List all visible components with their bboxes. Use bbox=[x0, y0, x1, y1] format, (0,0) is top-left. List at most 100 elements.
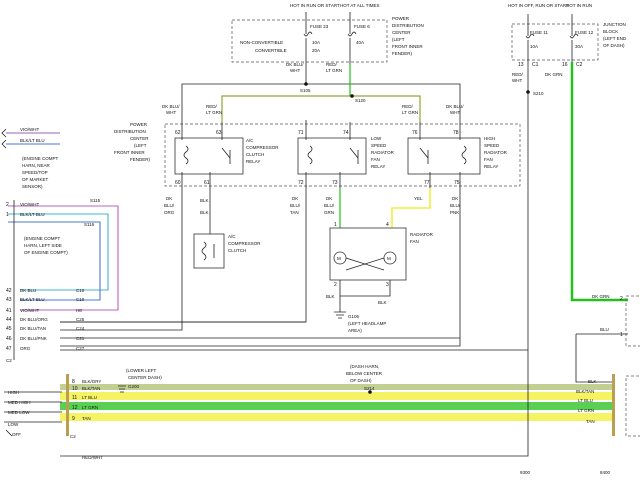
splice-s214-dot bbox=[368, 390, 372, 394]
svg-text:C10: C10 bbox=[76, 297, 85, 302]
left-arrow-icons bbox=[1, 128, 7, 149]
svg-text:BELOW CENTER: BELOW CENTER bbox=[346, 371, 383, 376]
svg-text:DK: DK bbox=[292, 196, 298, 201]
ac-relay-label: A/C COMPRESSOR CLUTCH RELAY bbox=[246, 138, 279, 164]
svg-text:2: 2 bbox=[6, 202, 9, 208]
svg-text:11: 11 bbox=[72, 395, 77, 401]
wire-red-ltgrn-a1: RED/ bbox=[326, 62, 338, 67]
svg-text:FAN: FAN bbox=[371, 157, 380, 162]
svg-text:GRN: GRN bbox=[324, 210, 334, 215]
top-fuse-block: HOT IN RUN OR START HOT AT ALL TIMES FUS… bbox=[231, 3, 424, 64]
fuse11-symbol bbox=[525, 14, 535, 92]
yel-wire bbox=[391, 188, 431, 228]
engine-harness-note: (ENGINE COMPT HARN, NEAR SPEED/TOP OF MA… bbox=[22, 156, 59, 189]
hot-off-run-start-label: HOT IN OFF, RUN OR START bbox=[508, 3, 569, 8]
wire-blk-ac-b: BLK bbox=[200, 210, 209, 215]
svg-text:FAN: FAN bbox=[484, 157, 493, 162]
svg-text:BLK/LT BLU: BLK/LT BLU bbox=[20, 297, 45, 302]
svg-text:DK BLU: DK BLU bbox=[20, 288, 36, 293]
svg-text:MED LOW: MED LOW bbox=[8, 410, 30, 415]
switch-bar bbox=[66, 374, 69, 436]
wire-blk-ac-a: BLK bbox=[200, 198, 209, 203]
svg-text:ORG: ORG bbox=[20, 346, 31, 351]
bottom-blower-section: 8 BLK/GRY 10 BLK/TAN HIGH 11 LT BLU MED … bbox=[4, 294, 640, 475]
wire-dkblu-tan-label: DK BLU/ TAN bbox=[290, 196, 301, 215]
relay-panel-box bbox=[164, 123, 521, 187]
red-ltgrn-bus bbox=[221, 95, 421, 122]
svg-text:C24: C24 bbox=[76, 326, 85, 331]
svg-text:OF DASH): OF DASH) bbox=[350, 378, 372, 383]
svg-text:AREA): AREA) bbox=[348, 328, 362, 333]
svg-text:(LEFT HEADLAMP: (LEFT HEADLAMP bbox=[348, 321, 386, 326]
svg-text:76: 76 bbox=[412, 130, 418, 136]
blu-right-wire bbox=[575, 333, 628, 383]
svg-text:HIGH: HIGH bbox=[484, 136, 495, 141]
svg-text:FENDER): FENDER) bbox=[392, 51, 413, 56]
low-relay-leads bbox=[305, 120, 351, 188]
band-lt-blu bbox=[60, 392, 612, 400]
svg-text:CENTER: CENTER bbox=[130, 136, 149, 141]
jb-pin-c2: C2 bbox=[576, 62, 583, 68]
svg-text:TAN: TAN bbox=[82, 416, 91, 421]
svg-text:RELAY: RELAY bbox=[371, 164, 385, 169]
ac-clutch-label: A/C COMPRESSOR CLUTCH bbox=[228, 234, 261, 253]
svg-text:8: 8 bbox=[72, 379, 75, 385]
fuse12-amp: 30A bbox=[575, 44, 583, 49]
ac-relay-switch bbox=[221, 147, 231, 164]
svg-text:(ENGINE COMPT: (ENGINE COMPT bbox=[24, 236, 61, 241]
svg-text:RADIATOR: RADIATOR bbox=[410, 232, 434, 237]
jb-pin-c1: C1 bbox=[532, 62, 539, 68]
wire-red-ltgrn-c1: RED/ bbox=[402, 104, 414, 109]
svg-text:HIGH: HIGH bbox=[8, 390, 19, 395]
fuse11-amp: 10A bbox=[530, 44, 538, 49]
fuse23-symbol bbox=[303, 12, 313, 64]
right-pin-1: 1 bbox=[620, 332, 623, 338]
svg-text:60: 60 bbox=[175, 180, 181, 186]
svg-text:BLK: BLK bbox=[588, 379, 597, 384]
svg-text:BLK/TAN: BLK/TAN bbox=[82, 386, 100, 391]
splice-s210: S210 bbox=[533, 91, 544, 96]
svg-text:BLOCK: BLOCK bbox=[603, 29, 618, 34]
wire-red-wht-bottom: RED/WHT bbox=[82, 455, 103, 460]
svg-text:CENTER: CENTER bbox=[392, 30, 411, 35]
svg-text:DK BLU/ORG: DK BLU/ORG bbox=[20, 317, 48, 322]
svg-text:RELAY: RELAY bbox=[246, 159, 260, 164]
band-lt-grn bbox=[60, 402, 612, 410]
svg-text:HARN, NEAR: HARN, NEAR bbox=[22, 163, 51, 168]
svg-text:LT BLU: LT BLU bbox=[578, 398, 593, 403]
jb-pin-13: 13 bbox=[518, 62, 524, 68]
svg-text:MED HIGH: MED HIGH bbox=[8, 400, 31, 405]
clutch-coil bbox=[201, 241, 207, 261]
top-wires: DK BLU/ WHT RED/ LT GRN S105 S120 DK BLU… bbox=[162, 62, 464, 122]
left-wire-vio-wht: VIO/WHT bbox=[20, 127, 39, 132]
svg-text:3: 3 bbox=[386, 282, 389, 288]
ac-relay-coil bbox=[183, 145, 189, 165]
svg-text:DISTRIBUTION: DISTRIBUTION bbox=[114, 129, 146, 134]
wire-dkblu-wht-a1: DK BLU/ bbox=[286, 62, 304, 67]
left-rows: 2 VIO/WHT 1 BLK/LT BLU 42 DK BLU C10 43 … bbox=[6, 202, 85, 352]
svg-text:61: 61 bbox=[204, 180, 210, 186]
svg-text:43: 43 bbox=[6, 297, 12, 303]
svg-text:SPEED: SPEED bbox=[371, 143, 387, 148]
svg-text:DISTRIBUTION: DISTRIBUTION bbox=[392, 23, 424, 28]
svg-text:POWER: POWER bbox=[392, 16, 410, 21]
blower-motor-box bbox=[625, 295, 640, 347]
svg-text:BLK/LT BLU: BLK/LT BLU bbox=[20, 212, 45, 217]
svg-text:BLU/: BLU/ bbox=[164, 203, 175, 208]
fuse6-symbol bbox=[347, 12, 357, 64]
wire-red-ltgrn-b2: LT GRN bbox=[206, 110, 222, 115]
splice-s105-dot bbox=[304, 82, 308, 86]
wire-red-ltgrn-a2: LT GRN bbox=[326, 68, 342, 73]
svg-text:(LEFT: (LEFT bbox=[392, 37, 405, 42]
svg-text:44: 44 bbox=[6, 317, 12, 323]
svg-text:OF ENGINE COMPT): OF ENGINE COMPT) bbox=[24, 250, 68, 255]
svg-text:1: 1 bbox=[6, 212, 9, 218]
high-relay-leads bbox=[419, 120, 461, 188]
high-speed-fan-relay: 76 78 77 75 HIGH SPEED RADIATOR FAN RELA… bbox=[407, 120, 508, 188]
svg-text:62: 62 bbox=[175, 130, 181, 136]
wire-dkblu-wht-a2: WHT bbox=[290, 68, 300, 73]
red-wht-bottom-wire bbox=[60, 360, 529, 457]
svg-text:HARN, LEFT SIDE: HARN, LEFT SIDE bbox=[24, 243, 62, 248]
svg-text:PNK: PNK bbox=[450, 210, 459, 215]
